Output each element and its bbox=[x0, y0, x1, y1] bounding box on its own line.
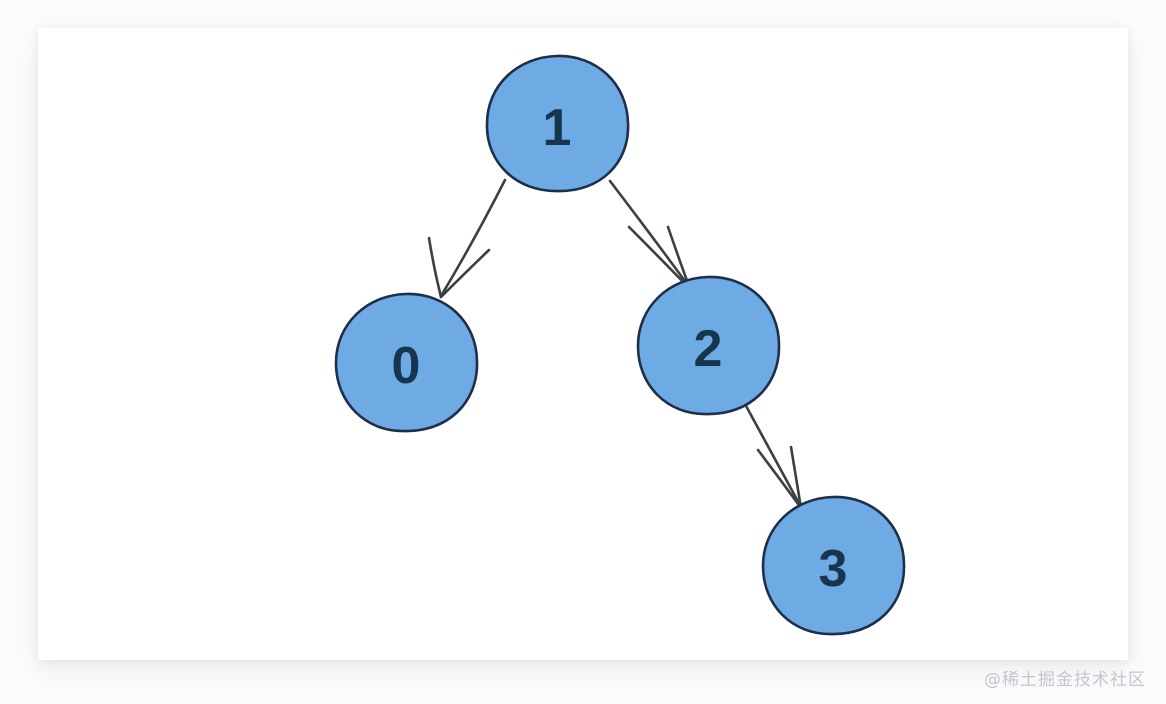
tree-node-1-circle[interactable] bbox=[485, 54, 630, 193]
watermark-label: @稀土掘金技术社区 bbox=[984, 670, 1146, 690]
tree-node-2[interactable]: 2 bbox=[636, 275, 781, 416]
tree-node-3-circle[interactable] bbox=[761, 495, 906, 636]
tree-node-0[interactable]: 0 bbox=[334, 292, 479, 433]
tree-node-1[interactable]: 1 bbox=[485, 54, 630, 193]
tree-node-3[interactable]: 3 bbox=[761, 495, 906, 636]
tree-node-2-circle[interactable] bbox=[636, 275, 781, 416]
tree-node-0-circle[interactable] bbox=[334, 292, 479, 433]
